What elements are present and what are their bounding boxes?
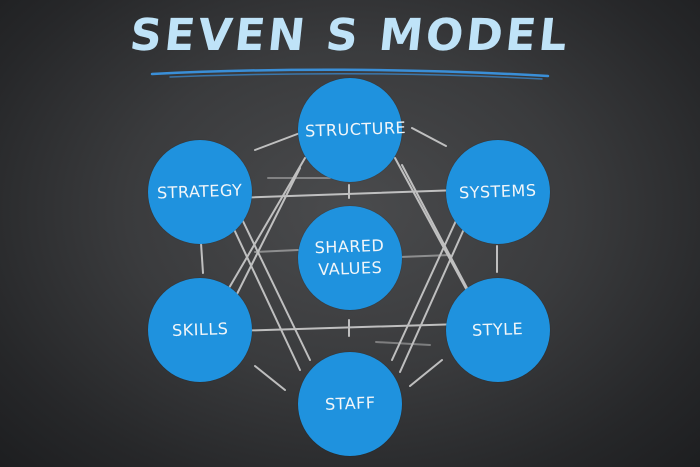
- node-structure: Structure: [298, 78, 407, 182]
- node-structure-label: Structure: [304, 118, 407, 141]
- title-underline: [150, 68, 550, 80]
- node-skills-label: Skills: [171, 319, 229, 341]
- node-staff: Staff: [298, 352, 402, 456]
- node-staff-label: Staff: [324, 393, 376, 415]
- node-skills: Skills: [148, 278, 252, 382]
- node-systems: Systems: [446, 140, 550, 244]
- node-style-label: Style: [472, 319, 524, 341]
- node-strategy-label: Strategy: [156, 180, 243, 203]
- node-systems-label: Systems: [458, 180, 538, 203]
- node-style: Style: [446, 278, 550, 382]
- node-strategy: Strategy: [148, 140, 252, 244]
- node-shared-values-label: Shared Values: [314, 236, 385, 280]
- node-shared-values: Shared Values: [298, 206, 402, 310]
